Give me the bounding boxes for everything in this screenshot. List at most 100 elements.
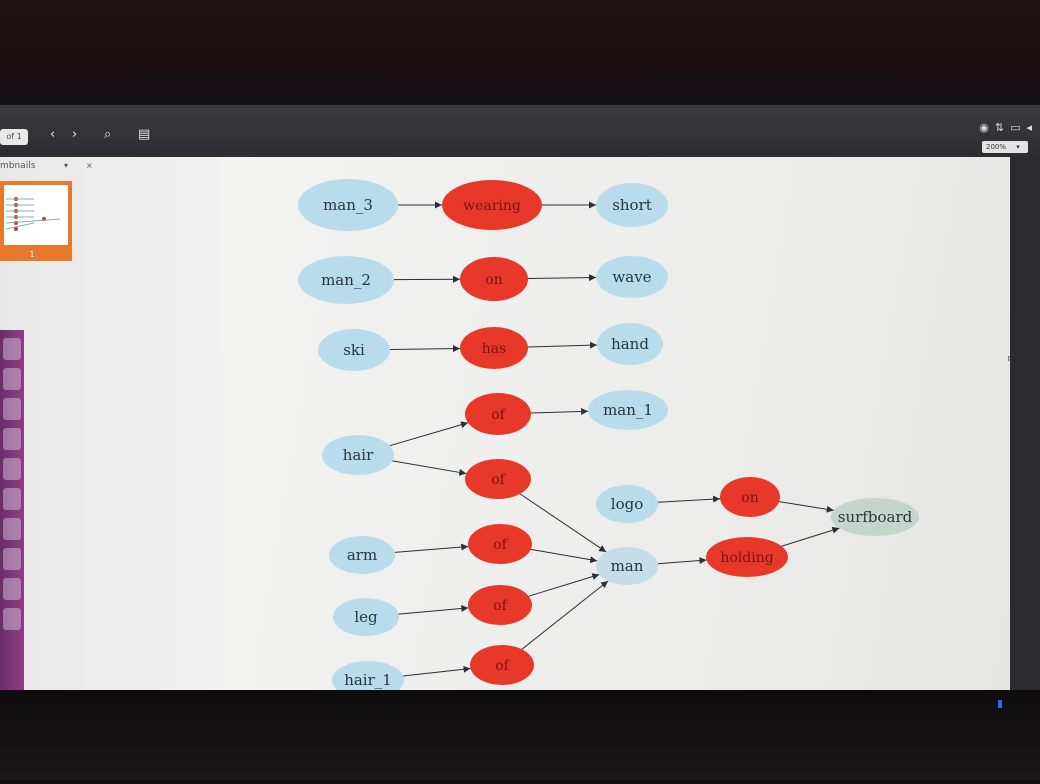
node-logo: logo xyxy=(596,485,658,523)
node-label-short: short xyxy=(612,196,652,214)
screen: of 1 ‹ › ⌕ ▤ ◉ ⇅ ▭ ◂ 200% ▾ mbnails ▾ × xyxy=(0,105,1040,780)
node-label-on2: on xyxy=(741,490,758,506)
launcher-item[interactable] xyxy=(3,398,21,420)
power-led xyxy=(998,700,1002,708)
system-tray: ◉ ⇅ ▭ ◂ xyxy=(979,121,1032,134)
node-of4: of xyxy=(468,585,532,625)
node-label-logo: logo xyxy=(611,495,643,513)
sync-icon[interactable]: ⇅ xyxy=(995,121,1004,134)
node-holding: holding xyxy=(706,537,788,577)
node-label-man_1: man_1 xyxy=(603,401,653,419)
edge-of3-man xyxy=(531,549,597,560)
thumbnail-sidebar: mbnails ▾ × 1 xyxy=(0,157,220,780)
thumbnail-preview xyxy=(4,185,68,245)
node-label-of4: of xyxy=(493,598,508,614)
node-label-arm: arm xyxy=(347,546,377,564)
node-man: man xyxy=(596,547,658,585)
node-label-man_2: man_2 xyxy=(321,271,371,289)
monitor-base xyxy=(0,690,1040,780)
launcher-item[interactable] xyxy=(3,548,21,570)
node-hand: hand xyxy=(597,323,663,365)
sidebar-title: mbnails xyxy=(0,161,35,171)
edge-has-hand xyxy=(528,345,597,347)
bookmark-icon[interactable]: ▤ xyxy=(138,127,150,142)
sidebar-close-icon[interactable]: × xyxy=(86,161,93,170)
node-of2: of xyxy=(465,459,531,499)
node-wearing: wearing xyxy=(442,180,542,230)
edge-of4-man xyxy=(529,575,600,597)
edge-on2-surfboard xyxy=(779,502,834,511)
launcher-item[interactable] xyxy=(3,338,21,360)
node-hair: hair xyxy=(322,435,394,475)
launcher-item[interactable] xyxy=(3,428,21,450)
node-man_1: man_1 xyxy=(588,390,668,430)
node-label-hand: hand xyxy=(611,335,649,353)
edge-on1-wave xyxy=(528,278,596,279)
node-label-wave: wave xyxy=(612,268,651,286)
node-man_3: man_3 xyxy=(298,179,398,231)
node-ski: ski xyxy=(318,329,390,371)
node-label-leg: leg xyxy=(354,608,378,626)
battery-icon[interactable]: ▭ xyxy=(1010,121,1020,134)
launcher-item[interactable] xyxy=(3,518,21,540)
node-wave: wave xyxy=(596,256,668,298)
window-edge xyxy=(1010,157,1040,780)
node-man_2: man_2 xyxy=(298,256,394,304)
edge-logo-on2 xyxy=(658,499,720,503)
node-leg: leg xyxy=(333,598,399,636)
node-of3: of xyxy=(468,524,532,564)
node-label-surfboard: surfboard xyxy=(838,508,913,526)
sidebar-dropdown-icon[interactable]: ▾ xyxy=(64,161,68,170)
node-has: has xyxy=(460,327,528,369)
edge-holding-surfboard xyxy=(782,528,840,546)
node-label-ski: ski xyxy=(343,341,365,359)
monitor-bezel xyxy=(0,0,1040,110)
edge-hair-of2 xyxy=(392,461,466,474)
network-icon[interactable]: ◉ xyxy=(979,121,989,134)
edge-of2-man xyxy=(520,494,606,552)
edge-of1-man_1 xyxy=(531,411,588,413)
node-label-hair: hair xyxy=(343,446,374,464)
launcher-item[interactable] xyxy=(3,368,21,390)
page-thumbnail[interactable]: 1 xyxy=(0,181,72,261)
chevron-left-icon[interactable]: ‹ xyxy=(50,127,55,142)
node-label-on1: on xyxy=(485,272,502,288)
node-of5: of xyxy=(470,645,534,685)
node-label-holding: holding xyxy=(720,550,773,566)
edge-hair-of1 xyxy=(390,423,468,446)
node-label-man_3: man_3 xyxy=(323,196,373,214)
edge-ski-has xyxy=(390,348,460,349)
thumbnail-page-number: 1 xyxy=(0,250,64,259)
launcher-item[interactable] xyxy=(3,608,21,630)
search-icon[interactable]: ⌕ xyxy=(104,127,111,142)
zoom-select[interactable]: 200% ▾ xyxy=(982,141,1028,153)
node-label-of1: of xyxy=(491,407,506,423)
edge-arm-of3 xyxy=(395,547,469,553)
node-surfboard: surfboard xyxy=(831,498,919,536)
node-label-of3: of xyxy=(493,537,508,553)
node-label-hair_1: hair_1 xyxy=(344,671,392,689)
edge-of5-man xyxy=(522,581,608,649)
node-label-of5: of xyxy=(495,658,510,674)
node-short: short xyxy=(596,183,668,227)
chevron-right-icon[interactable]: › xyxy=(72,127,77,142)
toolbar: of 1 ‹ › ⌕ ▤ ◉ ⇅ ▭ ◂ 200% ▾ xyxy=(0,105,1040,158)
launcher-item[interactable] xyxy=(3,488,21,510)
volume-icon[interactable]: ◂ xyxy=(1026,121,1032,134)
edge-hair_1-of5 xyxy=(403,669,470,677)
node-label-man: man xyxy=(611,557,644,575)
node-label-has: has xyxy=(482,341,507,357)
launcher-item[interactable] xyxy=(3,578,21,600)
node-arm: arm xyxy=(329,536,395,574)
node-of1: of xyxy=(465,393,531,435)
page-number-field[interactable]: of 1 xyxy=(0,129,28,145)
chevron-down-icon: ▾ xyxy=(1016,143,1020,151)
node-label-wearing: wearing xyxy=(463,198,521,214)
launcher-item[interactable] xyxy=(3,458,21,480)
node-on1: on xyxy=(460,257,528,301)
node-on2: on xyxy=(720,477,780,517)
edge-leg-of4 xyxy=(399,608,469,614)
edge-man-holding xyxy=(658,560,707,564)
